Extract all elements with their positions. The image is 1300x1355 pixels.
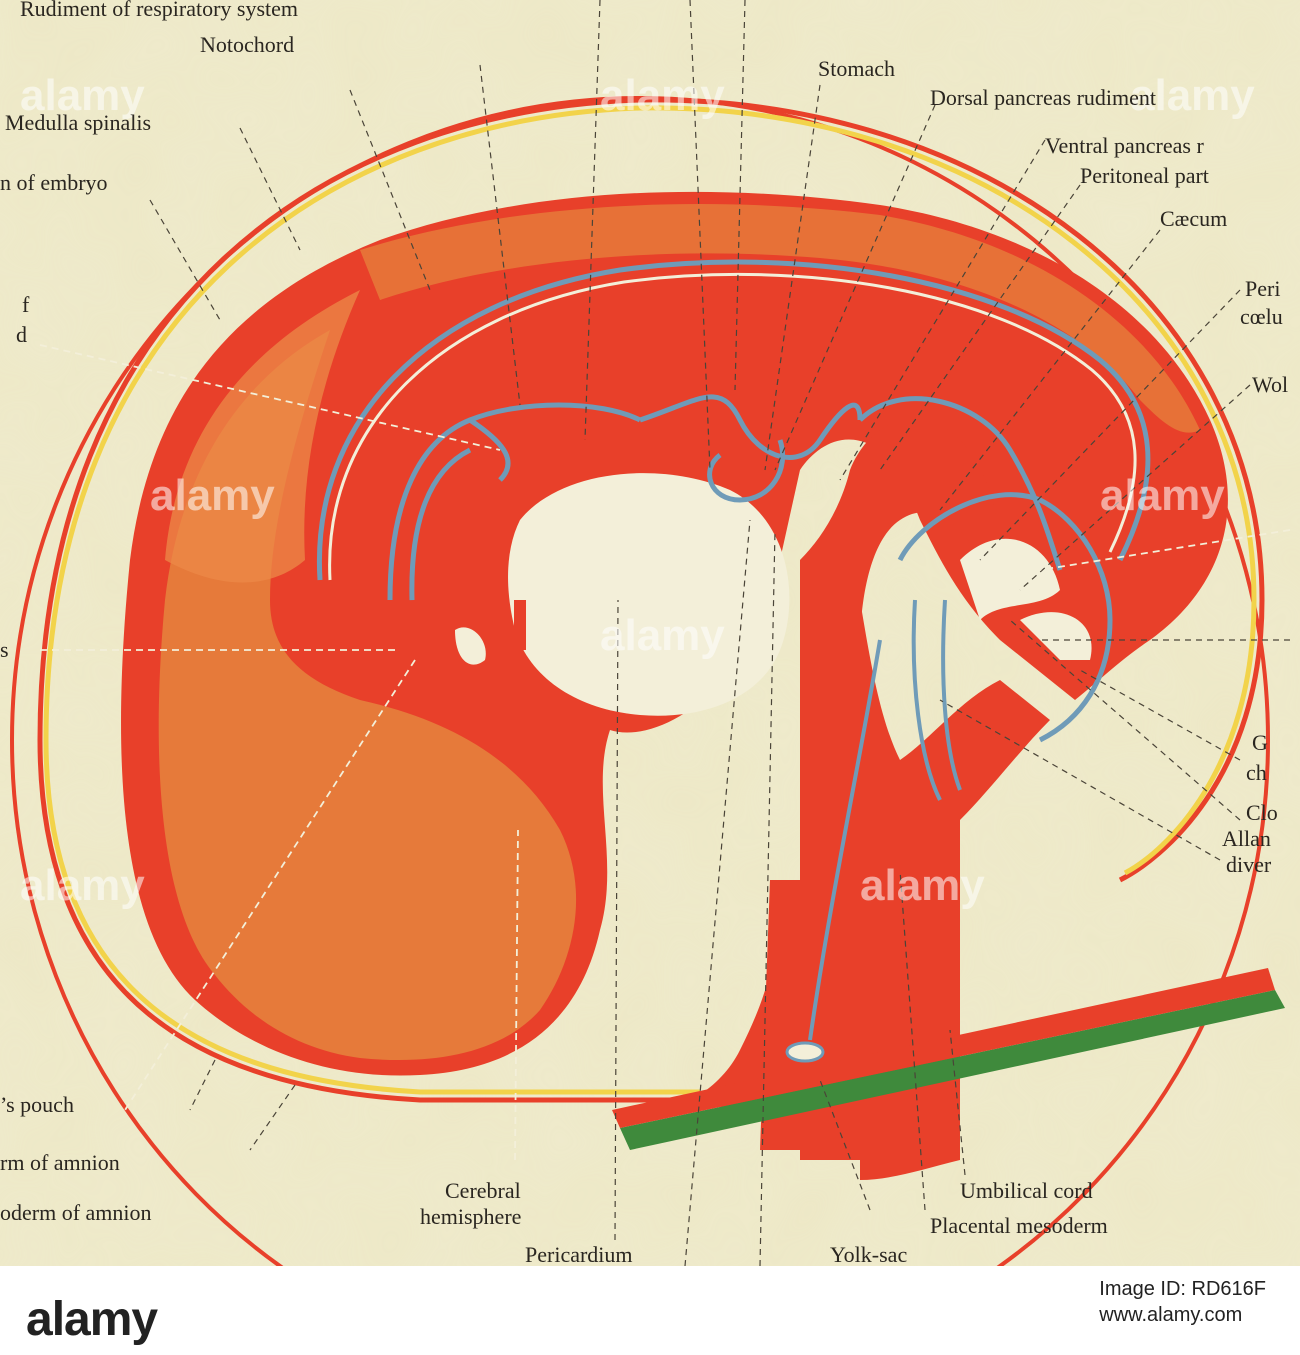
watermark: alamy bbox=[1130, 71, 1255, 120]
label-pericardium: Pericardium bbox=[525, 1242, 633, 1266]
amnion-ring bbox=[37, 97, 1265, 1103]
label-s: s bbox=[0, 637, 9, 662]
umbilical-cord bbox=[640, 900, 784, 1120]
label-umbilical-cord: Umbilical cord bbox=[960, 1178, 1093, 1203]
label-amnion-ecto: rm of amnion bbox=[0, 1150, 120, 1175]
watermark: alamy bbox=[600, 71, 725, 120]
label-f: f bbox=[22, 292, 30, 317]
allantois-line bbox=[911, 599, 962, 801]
label-g: G bbox=[1252, 730, 1268, 755]
image-id: Image ID: RD616F bbox=[1099, 1278, 1266, 1300]
label-cerebral: Cerebral bbox=[445, 1178, 521, 1203]
label-medulla: Medulla spinalis bbox=[5, 110, 151, 135]
label-d: d bbox=[16, 322, 27, 347]
label-placental-mesoderm: Placental mesoderm bbox=[930, 1213, 1108, 1238]
label-clo: Clo bbox=[1246, 800, 1278, 825]
label-embryo: n of embryo bbox=[0, 170, 108, 195]
label-dorsal-pancreas: Dorsal pancreas rudiment bbox=[930, 85, 1156, 110]
label-allan: Allan bbox=[1222, 826, 1271, 851]
label-notochord: Notochord bbox=[200, 32, 294, 57]
midgut-line bbox=[707, 396, 1063, 571]
label-amnion-meso: oderm of amnion bbox=[0, 1200, 152, 1225]
label-hemisphere: hemisphere bbox=[420, 1204, 521, 1229]
stock-footer: alamy Image ID: RD616F www.alamy.com bbox=[0, 1266, 1300, 1355]
label-caecum: Cæcum bbox=[1160, 206, 1227, 231]
label-peri: Peri bbox=[1245, 276, 1280, 301]
label-wol: Wol bbox=[1252, 372, 1288, 397]
label-peritoneal-part: Peritoneal part bbox=[1080, 163, 1209, 188]
alamy-logo: alamy bbox=[26, 1293, 158, 1346]
diagram-canvas: alamy alamy alamy alamy alamy alamy alam… bbox=[0, 0, 1300, 1266]
label-pouch: ’s pouch bbox=[0, 1092, 74, 1117]
label-ventral-pancreas: Ventral pancreas r bbox=[1045, 133, 1204, 158]
label-yolk-sac: Yolk-sac bbox=[830, 1242, 907, 1266]
label-stomach: Stomach bbox=[818, 56, 895, 81]
label-ch: ch bbox=[1246, 760, 1267, 785]
yolk-stalk-line bbox=[808, 639, 882, 1041]
placenta bbox=[620, 990, 1285, 1150]
foregut-line bbox=[387, 394, 863, 601]
watermark: alamy bbox=[860, 861, 985, 910]
label-respiratory: Rudiment of respiratory system bbox=[20, 0, 298, 21]
watermark: alamy bbox=[150, 471, 275, 520]
watermark: alamy bbox=[1100, 471, 1225, 520]
watermark: alamy bbox=[20, 71, 145, 120]
yolk-sac bbox=[785, 1041, 825, 1063]
site-url: www.alamy.com bbox=[1099, 1304, 1243, 1326]
watermark: alamy bbox=[20, 861, 145, 910]
watermark: alamy bbox=[600, 611, 725, 660]
placental-mesoderm bbox=[612, 968, 1275, 1128]
notochord-line bbox=[316, 259, 1151, 581]
pericardium-cavity bbox=[508, 473, 790, 716]
image-id-block: Image ID: RD616F www.alamy.com bbox=[1099, 1276, 1266, 1328]
label-coelu: cœlu bbox=[1240, 304, 1283, 329]
hindgut-line bbox=[897, 492, 1113, 743]
label-diver: diver bbox=[1226, 852, 1272, 877]
